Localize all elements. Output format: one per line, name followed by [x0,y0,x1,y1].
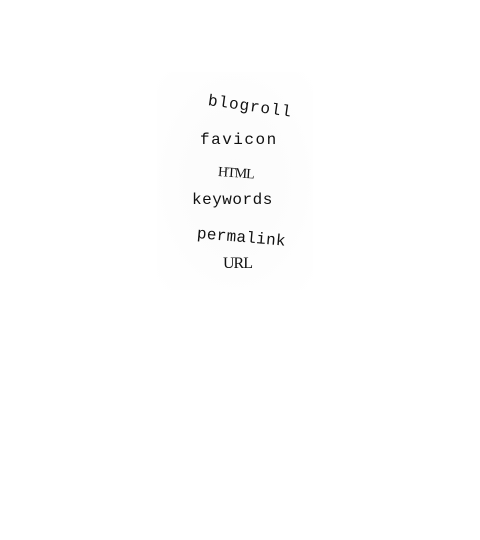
word-url: URL [223,255,253,272]
word-panel [157,72,313,290]
word-keywords: keywords [192,191,273,209]
word-favicon: favicon [200,131,278,149]
word-html: HTML [217,165,255,183]
